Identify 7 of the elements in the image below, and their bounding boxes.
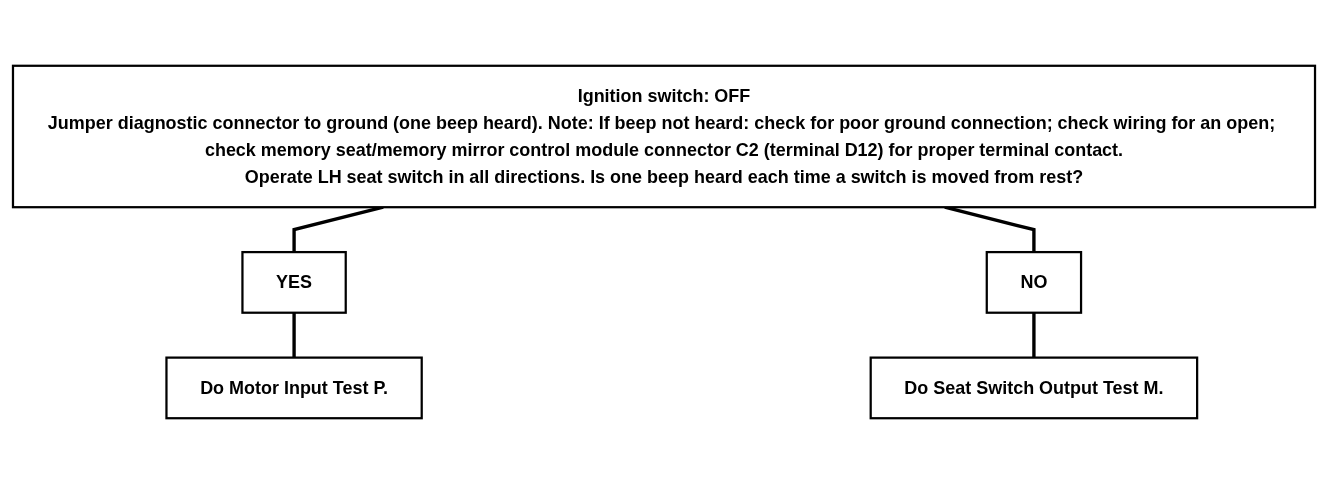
node-box: Do Seat Switch Output Test M. xyxy=(869,356,1199,420)
connector xyxy=(292,312,296,358)
node-box: Ignition switch: OFF Jumper diagnostic connector to ground (one beep heard). Note: If beep not heard: check for poor ground connection; check wiring for an open; check memory seat/memory mirror control module connector C2 (terminal D12) for proper terminal contact. Operate LH seat switch in all directions. Is one beep heard each time a switch is moved from rest? xyxy=(11,64,1317,209)
connector xyxy=(1032,312,1036,358)
node-box: NO xyxy=(985,251,1083,314)
node-box: Do Motor Input Test P. xyxy=(165,356,423,420)
node-box: YES xyxy=(241,251,347,314)
